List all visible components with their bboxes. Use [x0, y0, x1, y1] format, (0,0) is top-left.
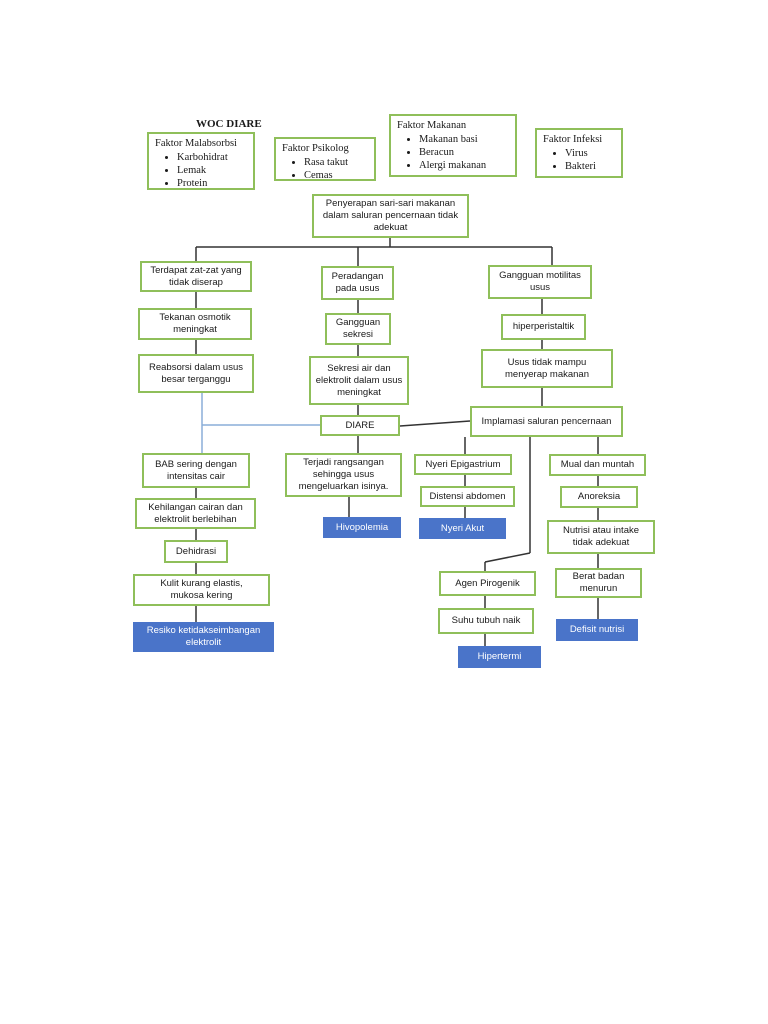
node-implamasi: Implamasi saluran pencernaan: [470, 406, 623, 437]
factor-item: Lemak: [177, 164, 247, 177]
node-tekanan-osmotik: Tekanan osmotik meningkat: [138, 308, 252, 340]
factor-item: Virus: [565, 147, 615, 160]
node-suhu-tubuh-naik: Suhu tubuh naik: [438, 608, 534, 634]
outcome-hipovolemia: Hivopolemia: [323, 517, 401, 538]
factor-makanan-title: Faktor Makanan: [397, 120, 467, 131]
factor-item: Bakteri: [565, 160, 615, 173]
factor-makanan-list: Makanan basi Beracun Alergi makanan: [397, 133, 509, 172]
node-diare: DIARE: [320, 415, 400, 436]
factor-malabsorbsi-box: Faktor Malabsorbsi Karbohidrat Lemak Pro…: [147, 132, 255, 190]
factor-psikolog-title: Faktor Psikolog: [282, 143, 349, 154]
factor-item: Makanan basi: [419, 133, 509, 146]
outcome-nyeri-akut: Nyeri Akut: [419, 518, 506, 539]
node-gangguan-motilitas: Gangguan motilitas usus: [488, 265, 592, 299]
node-terjadi-rangsangan: Terjadi rangsangan sehingga usus mengelu…: [285, 453, 402, 497]
node-reabsorsi: Reabsorsi dalam usus besar terganggu: [138, 354, 254, 393]
diagram-title: WOC DIARE: [196, 118, 262, 130]
root-node: Penyerapan sari-sari makanan dalam salur…: [312, 194, 469, 238]
factor-infeksi-list: Virus Bakteri: [543, 147, 615, 173]
factor-item: Beracun: [419, 146, 509, 159]
factor-item: Alergi makanan: [419, 159, 509, 172]
factor-infeksi-title: Faktor Infeksi: [543, 134, 603, 145]
outcome-defisit-nutrisi: Defisit nutrisi: [556, 619, 638, 641]
factor-item: Protein: [177, 177, 247, 190]
node-nyeri-epigastrium: Nyeri Epigastrium: [414, 454, 512, 475]
node-agen-pirogenik: Agen Pirogenik: [439, 571, 536, 596]
factor-item: Karbohidrat: [177, 151, 247, 164]
node-berat-badan: Berat badan menurun: [555, 568, 642, 598]
node-kehilangan-cairan: Kehilangan cairan dan elektrolit berlebi…: [135, 498, 256, 529]
node-usus-tidak-mampu: Usus tidak mampu menyerap makanan: [481, 349, 613, 388]
node-dehidrasi: Dehidrasi: [164, 540, 228, 563]
factor-psikolog-box: Faktor Psikolog Rasa takut Cemas: [274, 137, 376, 181]
factor-malabsorbsi-list: Karbohidrat Lemak Protein: [155, 151, 247, 190]
node-anoreksia: Anoreksia: [560, 486, 638, 508]
factor-makanan-box: Faktor Makanan Makanan basi Beracun Aler…: [389, 114, 517, 177]
node-nutrisi-intake: Nutrisi atau intake tidak adekuat: [547, 520, 655, 554]
outcome-risiko-elektrolit: Resiko ketidakseimbangan elektrolit: [133, 622, 274, 652]
node-kulit-kurang-elastis: Kulit kurang elastis, mukosa kering: [133, 574, 270, 606]
node-gangguan-sekresi: Gangguan sekresi: [325, 313, 391, 345]
factor-psikolog-list: Rasa takut Cemas: [282, 156, 368, 182]
node-mual-muntah: Mual dan muntah: [549, 454, 646, 476]
factor-malabsorbsi-title: Faktor Malabsorbsi: [155, 138, 237, 149]
node-bab-sering: BAB sering dengan intensitas cair: [142, 453, 250, 488]
factor-infeksi-box: Faktor Infeksi Virus Bakteri: [535, 128, 623, 178]
node-hiperperistaltik: hiperperistaltik: [501, 314, 586, 340]
factor-item: Cemas: [304, 169, 368, 182]
node-peradangan: Peradangan pada usus: [321, 266, 394, 300]
node-distensi-abdomen: Distensi abdomen: [420, 486, 515, 507]
node-sekresi-air: Sekresi air dan elektrolit dalam usus me…: [309, 356, 409, 405]
outcome-hipertermi: Hipertermi: [458, 646, 541, 668]
node-zat-tidak-diserap: Terdapat zat-zat yang tidak diserap: [140, 261, 252, 292]
factor-item: Rasa takut: [304, 156, 368, 169]
